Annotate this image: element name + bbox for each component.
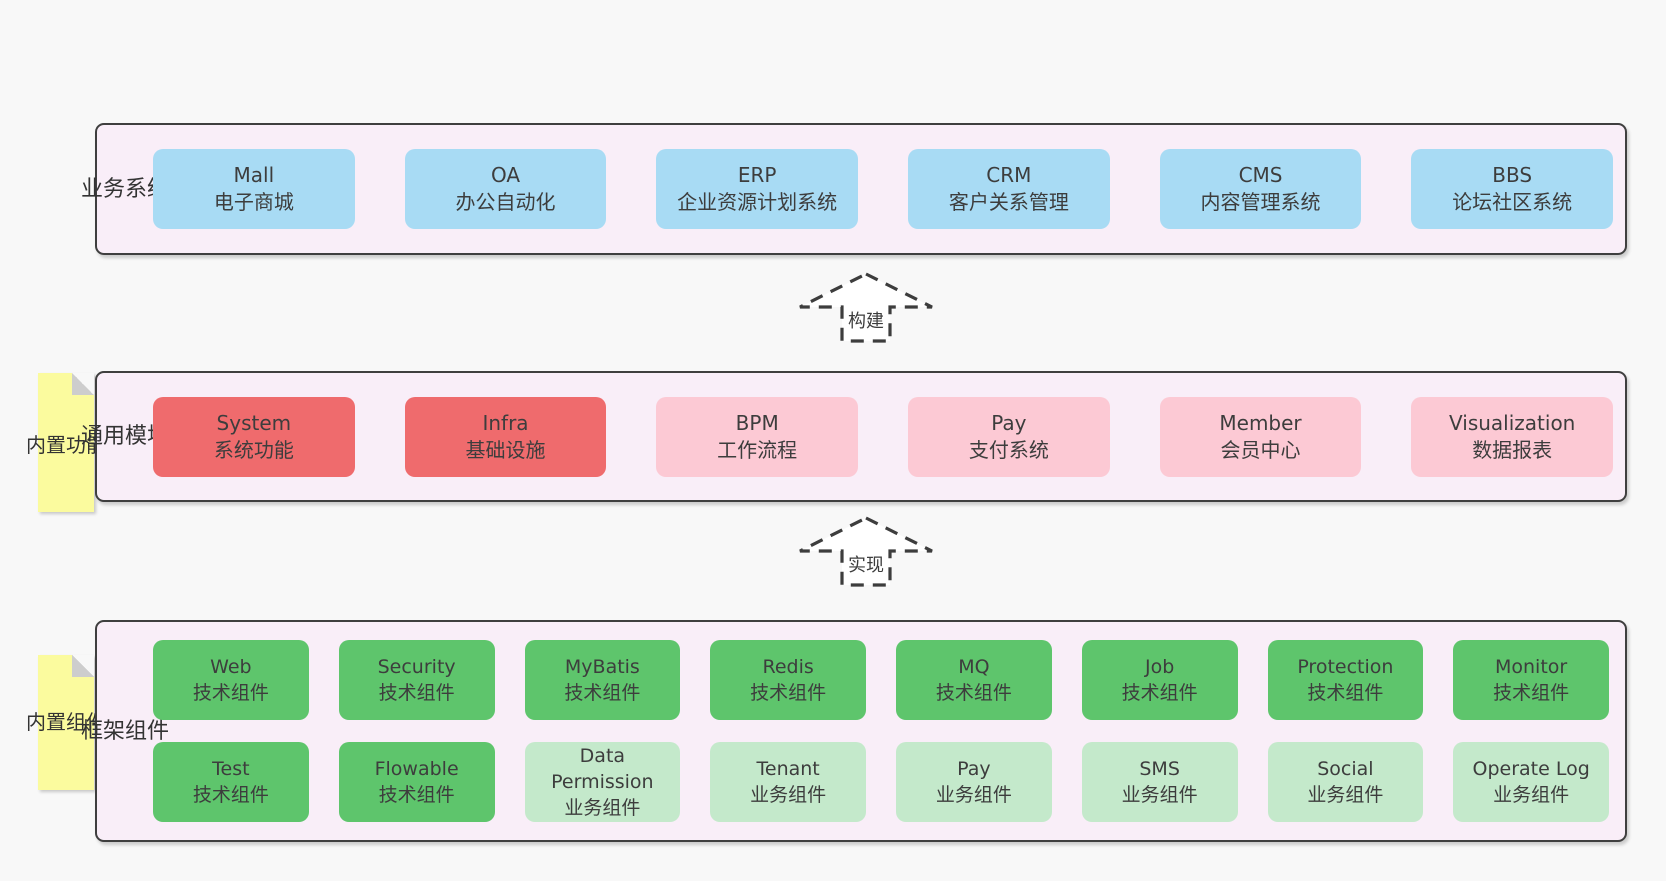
box-title: Social bbox=[1317, 758, 1374, 780]
box-subtitle: 业务组件 bbox=[750, 784, 827, 806]
box-subtitle: 技术组件 bbox=[1121, 682, 1198, 704]
box-visualization: Visualization 数据报表 bbox=[1411, 396, 1614, 477]
box-pay-component: Pay 业务组件 bbox=[896, 742, 1052, 822]
box-title: Visualization bbox=[1449, 410, 1576, 435]
box-title: OA bbox=[490, 163, 521, 187]
box-subtitle: 电子商城 bbox=[213, 190, 294, 214]
box-mq: MQ 技术组件 bbox=[896, 640, 1052, 720]
box-title: Monitor bbox=[1495, 656, 1568, 678]
box-subtitle: 技术组件 bbox=[192, 682, 269, 704]
box-pay-module: Pay 支付系统 bbox=[908, 396, 1110, 477]
box-title: Web bbox=[210, 656, 252, 678]
box-subtitle: 技术组件 bbox=[935, 682, 1012, 704]
box-flowable: Flowable 技术组件 bbox=[338, 742, 495, 822]
box-title: Data Permission bbox=[551, 745, 654, 793]
box-subtitle: 办公自动化 bbox=[455, 190, 556, 214]
box-subtitle: 技术组件 bbox=[1307, 682, 1384, 704]
box-infra: Infra 基础设施 bbox=[404, 396, 607, 477]
arrow-implement: 实现 bbox=[796, 514, 936, 588]
components-row-1: Web 技术组件 Security 技术组件 MyBatis 技术组件 Redi… bbox=[153, 640, 1609, 720]
business-boxes-row: Mall 电子商城 OA 办公自动化 ERP 企业资源计划系统 CRM 客户关系… bbox=[153, 149, 1625, 229]
box-title: System bbox=[216, 410, 292, 435]
box-test: Test 技术组件 bbox=[153, 742, 309, 822]
box-subtitle: 技术组件 bbox=[750, 682, 827, 704]
components-rows: Web 技术组件 Security 技术组件 MyBatis 技术组件 Redi… bbox=[153, 640, 1625, 822]
box-subtitle: 技术组件 bbox=[1493, 682, 1570, 704]
box-title: Infra bbox=[482, 410, 529, 435]
box-tenant: Tenant 业务组件 bbox=[710, 742, 866, 822]
section-framework-components: 框架组件 Web 技术组件 Security 技术组件 MyBatis 技术组件… bbox=[80, 620, 1627, 842]
box-subtitle: 业务组件 bbox=[564, 797, 641, 819]
box-subtitle: 业务组件 bbox=[1307, 784, 1384, 806]
box-title: Pay bbox=[957, 758, 991, 780]
arrow-build-label: 构建 bbox=[844, 306, 888, 334]
box-title: ERP bbox=[737, 163, 777, 187]
box-subtitle: 技术组件 bbox=[564, 682, 641, 704]
box-security: Security 技术组件 bbox=[338, 640, 495, 720]
box-title: Mall bbox=[233, 163, 275, 187]
box-crm: CRM 客户关系管理 bbox=[908, 149, 1110, 229]
box-job: Job 技术组件 bbox=[1081, 640, 1238, 720]
modules-boxes-row: System 系统功能 Infra 基础设施 BPM 工作流程 Pay 支付系统… bbox=[153, 396, 1625, 477]
box-bbs: BBS 论坛社区系统 bbox=[1411, 149, 1614, 229]
box-cms: CMS 内容管理系统 bbox=[1159, 149, 1362, 229]
box-system: System 系统功能 bbox=[153, 396, 355, 477]
box-data-permission: Data Permission 业务组件 bbox=[524, 742, 681, 822]
box-subtitle: 技术组件 bbox=[192, 784, 269, 806]
box-erp: ERP 企业资源计划系统 bbox=[656, 149, 859, 229]
box-title: Member bbox=[1219, 410, 1302, 435]
section-common-modules: 通用模块 System 系统功能 Infra 基础设施 BPM 工作流程 Pay… bbox=[80, 371, 1627, 502]
box-title: Tenant bbox=[756, 758, 820, 780]
box-protection: Protection 技术组件 bbox=[1267, 640, 1424, 720]
box-subtitle: 论坛社区系统 bbox=[1452, 190, 1573, 214]
box-subtitle: 支付系统 bbox=[968, 437, 1049, 462]
section-components-label: 框架组件 bbox=[80, 718, 170, 744]
box-oa: OA 办公自动化 bbox=[404, 149, 607, 229]
box-social: Social 业务组件 bbox=[1267, 742, 1424, 822]
box-title: Operate Log bbox=[1472, 758, 1590, 780]
box-title: MyBatis bbox=[564, 656, 640, 678]
box-title: Security bbox=[377, 656, 456, 678]
box-title: CMS bbox=[1238, 163, 1283, 187]
box-mall: Mall 电子商城 bbox=[153, 149, 355, 229]
box-subtitle: 业务组件 bbox=[1493, 784, 1570, 806]
box-member: Member 会员中心 bbox=[1159, 396, 1362, 477]
box-subtitle: 系统功能 bbox=[213, 437, 294, 462]
arrow-build: 构建 bbox=[796, 270, 936, 344]
box-subtitle: 业务组件 bbox=[935, 784, 1012, 806]
box-web: Web 技术组件 bbox=[153, 640, 309, 720]
box-subtitle: 客户关系管理 bbox=[948, 190, 1069, 214]
arrow-implement-label: 实现 bbox=[844, 550, 888, 578]
section-business-systems: 业务系统 Mall 电子商城 OA 办公自动化 ERP 企业资源计划系统 CRM… bbox=[80, 123, 1627, 255]
box-title: Test bbox=[212, 758, 250, 780]
box-title: Pay bbox=[991, 410, 1027, 435]
box-mybatis: MyBatis 技术组件 bbox=[524, 640, 681, 720]
box-subtitle: 技术组件 bbox=[378, 784, 455, 806]
box-subtitle: 数据报表 bbox=[1472, 437, 1553, 462]
box-subtitle: 工作流程 bbox=[717, 437, 798, 462]
box-redis: Redis 技术组件 bbox=[710, 640, 866, 720]
box-title: SMS bbox=[1139, 758, 1180, 780]
box-title: CRM bbox=[986, 163, 1032, 187]
box-bpm: BPM 工作流程 bbox=[656, 396, 859, 477]
box-subtitle: 业务组件 bbox=[1121, 784, 1198, 806]
section-modules-label: 通用模块 bbox=[80, 424, 169, 449]
box-subtitle: 技术组件 bbox=[378, 682, 455, 704]
box-subtitle: 会员中心 bbox=[1220, 437, 1301, 462]
box-title: MQ bbox=[958, 656, 990, 678]
box-title: BPM bbox=[735, 410, 779, 435]
box-title: Protection bbox=[1297, 656, 1394, 678]
components-row-2: Test 技术组件 Flowable 技术组件 Data Permission … bbox=[153, 742, 1609, 822]
box-title: Job bbox=[1144, 656, 1175, 678]
box-title: Flowable bbox=[374, 758, 459, 780]
box-operate-log: Operate Log 业务组件 bbox=[1453, 742, 1609, 822]
box-title: BBS bbox=[1492, 163, 1533, 187]
box-sms: SMS 业务组件 bbox=[1081, 742, 1238, 822]
box-monitor: Monitor 技术组件 bbox=[1453, 640, 1609, 720]
box-subtitle: 基础设施 bbox=[465, 437, 546, 462]
section-business-label: 业务系统 bbox=[80, 176, 169, 202]
box-subtitle: 内容管理系统 bbox=[1200, 190, 1321, 214]
box-subtitle: 企业资源计划系统 bbox=[677, 190, 838, 214]
box-title: Redis bbox=[762, 656, 814, 678]
